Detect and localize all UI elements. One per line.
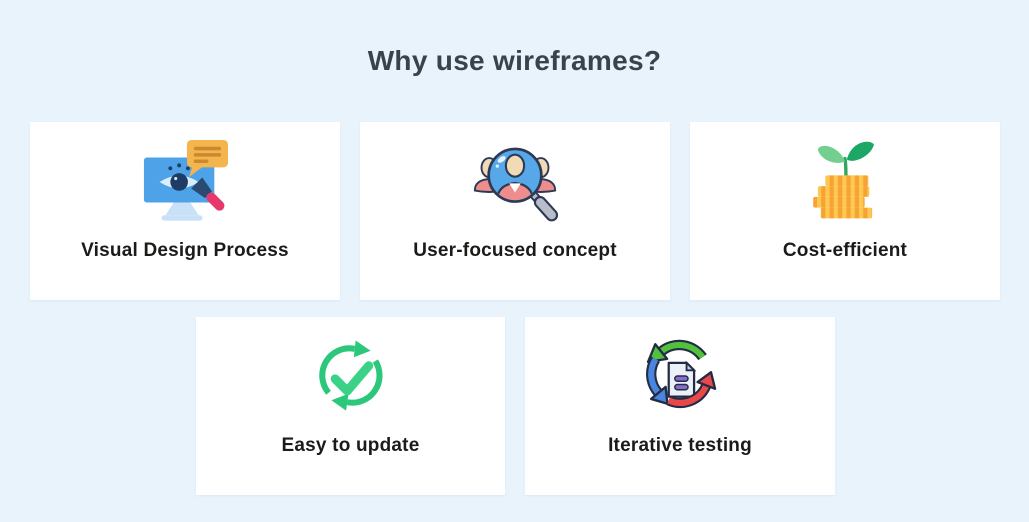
card-easy-to-update: Easy to update [196,317,505,495]
monitor-eye-magnifier-icon [138,137,232,225]
card-label: Cost-efficient [782,240,908,261]
coins-sprout-icon [800,137,890,225]
magnifier-people-icon [473,147,559,222]
card-label: User-focused concept [413,240,617,261]
refresh-check-icon [306,332,396,420]
card-label: Iterative testing [608,435,752,456]
coins-sprout-icon [813,141,874,219]
cycle-document-icon [633,332,727,420]
card-visual-design-process: Visual Design Process [30,122,340,300]
card-user-focused-concept: User-focused concept [360,122,670,300]
refresh-check-icon [318,340,383,411]
card-label: Visual Design Process [81,240,289,261]
magnifier-people-icon [469,137,561,225]
page-title: Why use wireframes? [367,45,662,76]
card-label: Easy to update [281,435,420,456]
card-iterative-testing: Iterative testing [525,317,835,495]
card-cost-efficient: Cost-efficient [690,122,1000,300]
monitor-eye-magnifier-icon [143,139,228,221]
cycle-document-icon [646,339,717,409]
